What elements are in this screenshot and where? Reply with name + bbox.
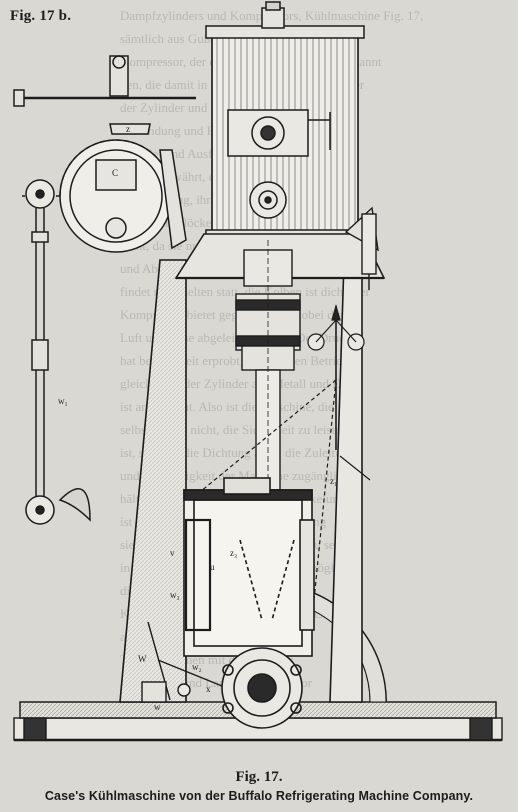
label-w: w [154, 702, 161, 712]
figure-17-label: Fig. 17. [235, 769, 283, 785]
governor [199, 303, 371, 641]
label-w2: w₂ [192, 662, 202, 672]
label-z: z [126, 124, 130, 134]
label-w3: w₃ [170, 590, 180, 600]
left-pendulum-rod [25, 179, 91, 525]
label-z3: z₃ [230, 548, 237, 558]
figure-caption: Case's Kühlmaschine von der Buffalo Refr… [44, 789, 474, 803]
label-u: u [210, 562, 215, 572]
feed-pump-linkage [141, 621, 223, 703]
figure-17b-label: Fig. 17 b. [10, 8, 72, 24]
label-x: x [206, 684, 211, 694]
piston-rod-assembly [235, 240, 301, 700]
compressor-cylinder [183, 477, 315, 657]
fig-17b-side-view [13, 55, 196, 253]
label-v: v [170, 548, 175, 558]
main-frame [119, 259, 363, 703]
label-c: C [112, 168, 118, 178]
label-ww: W [138, 654, 147, 664]
crank-housing [221, 647, 303, 729]
right-bracket [344, 206, 379, 290]
label-z1: z₁ [330, 476, 337, 486]
steam-cylinder [205, 1, 365, 241]
label-w1-left: w₁ [58, 396, 68, 406]
